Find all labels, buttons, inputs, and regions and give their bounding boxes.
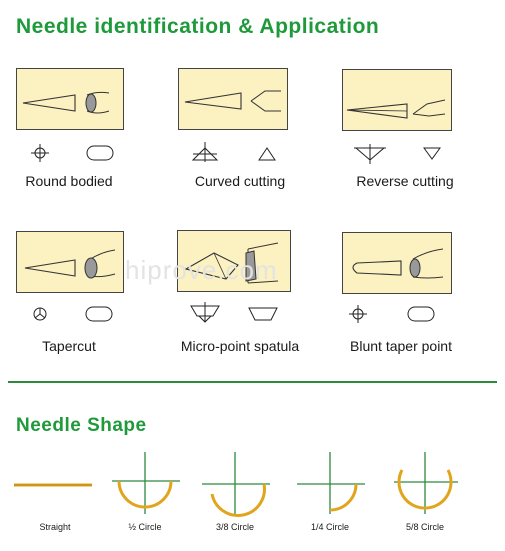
shape-half-circle: ½ Circle bbox=[100, 448, 190, 543]
cross-section-symbols bbox=[2, 142, 152, 164]
needle-illustration bbox=[342, 232, 452, 294]
tapercut-needle-drawing bbox=[24, 249, 116, 279]
needle-type-label: Blunt taper point bbox=[350, 338, 452, 354]
needle-illustration bbox=[178, 68, 288, 130]
needle-type-label: Micro-point spatula bbox=[180, 338, 300, 354]
micro-point-spatula-needle-drawing bbox=[184, 242, 279, 284]
three-eighths-circle-needle-icon bbox=[202, 452, 270, 517]
shape-label: 3/8 Circle bbox=[215, 522, 254, 532]
shape-label: 5/8 Circle bbox=[405, 522, 444, 532]
cross-section-symbols bbox=[165, 142, 315, 164]
curved-cutting-needle-drawing bbox=[184, 90, 281, 112]
needle-type-label: Curved cutting bbox=[194, 173, 286, 189]
needle-type-label: Tapercut bbox=[42, 338, 96, 354]
needle-illustration bbox=[16, 68, 124, 130]
needle-type-reverse-cutting: Reverse cutting bbox=[330, 66, 480, 206]
needle-type-blunt-taper-point: Blunt taper point bbox=[330, 228, 480, 368]
needle-type-curved-cutting: Curved cutting bbox=[165, 66, 315, 206]
needle-illustration bbox=[342, 69, 452, 131]
round-bodied-needle-drawing bbox=[22, 91, 110, 114]
cross-section-symbols bbox=[2, 303, 152, 325]
needle-type-label: Round bodied bbox=[25, 173, 113, 189]
shape-five-eighths-circle: 5/8 Circle bbox=[380, 448, 470, 543]
quarter-circle-needle-icon bbox=[297, 452, 365, 514]
needle-type-round-bodied: Round bodied bbox=[2, 66, 152, 206]
half-circle-needle-icon bbox=[112, 452, 180, 514]
shape-three-eighths-circle: 3/8 Circle bbox=[190, 448, 280, 543]
needle-illustration bbox=[16, 231, 124, 293]
blunt-taper-needle-drawing bbox=[352, 248, 444, 279]
needle-type-tapercut: Tapercut bbox=[2, 228, 152, 368]
page-title: Needle identification & Application bbox=[16, 15, 380, 38]
needle-illustration bbox=[177, 230, 291, 292]
needle-type-label: Reverse cutting bbox=[356, 173, 454, 189]
shape-quarter-circle: 1/4 Circle bbox=[285, 448, 375, 543]
straight-needle-icon bbox=[14, 483, 92, 487]
reverse-cutting-needle-drawing bbox=[346, 99, 446, 119]
five-eighths-circle-needle-icon bbox=[394, 452, 458, 514]
section-divider bbox=[8, 381, 497, 383]
needle-type-micro-point-spatula: Micro-point spatula bbox=[165, 228, 315, 368]
shape-label: 1/4 Circle bbox=[310, 522, 349, 532]
cross-section-symbols bbox=[165, 302, 315, 324]
shape-label: Straight bbox=[39, 522, 71, 532]
cross-section-symbols bbox=[330, 303, 480, 325]
shape-label: ½ Circle bbox=[128, 522, 162, 532]
shape-straight: Straight bbox=[10, 448, 100, 543]
section-title: Needle Shape bbox=[16, 415, 147, 436]
cross-section-symbols bbox=[330, 142, 480, 164]
